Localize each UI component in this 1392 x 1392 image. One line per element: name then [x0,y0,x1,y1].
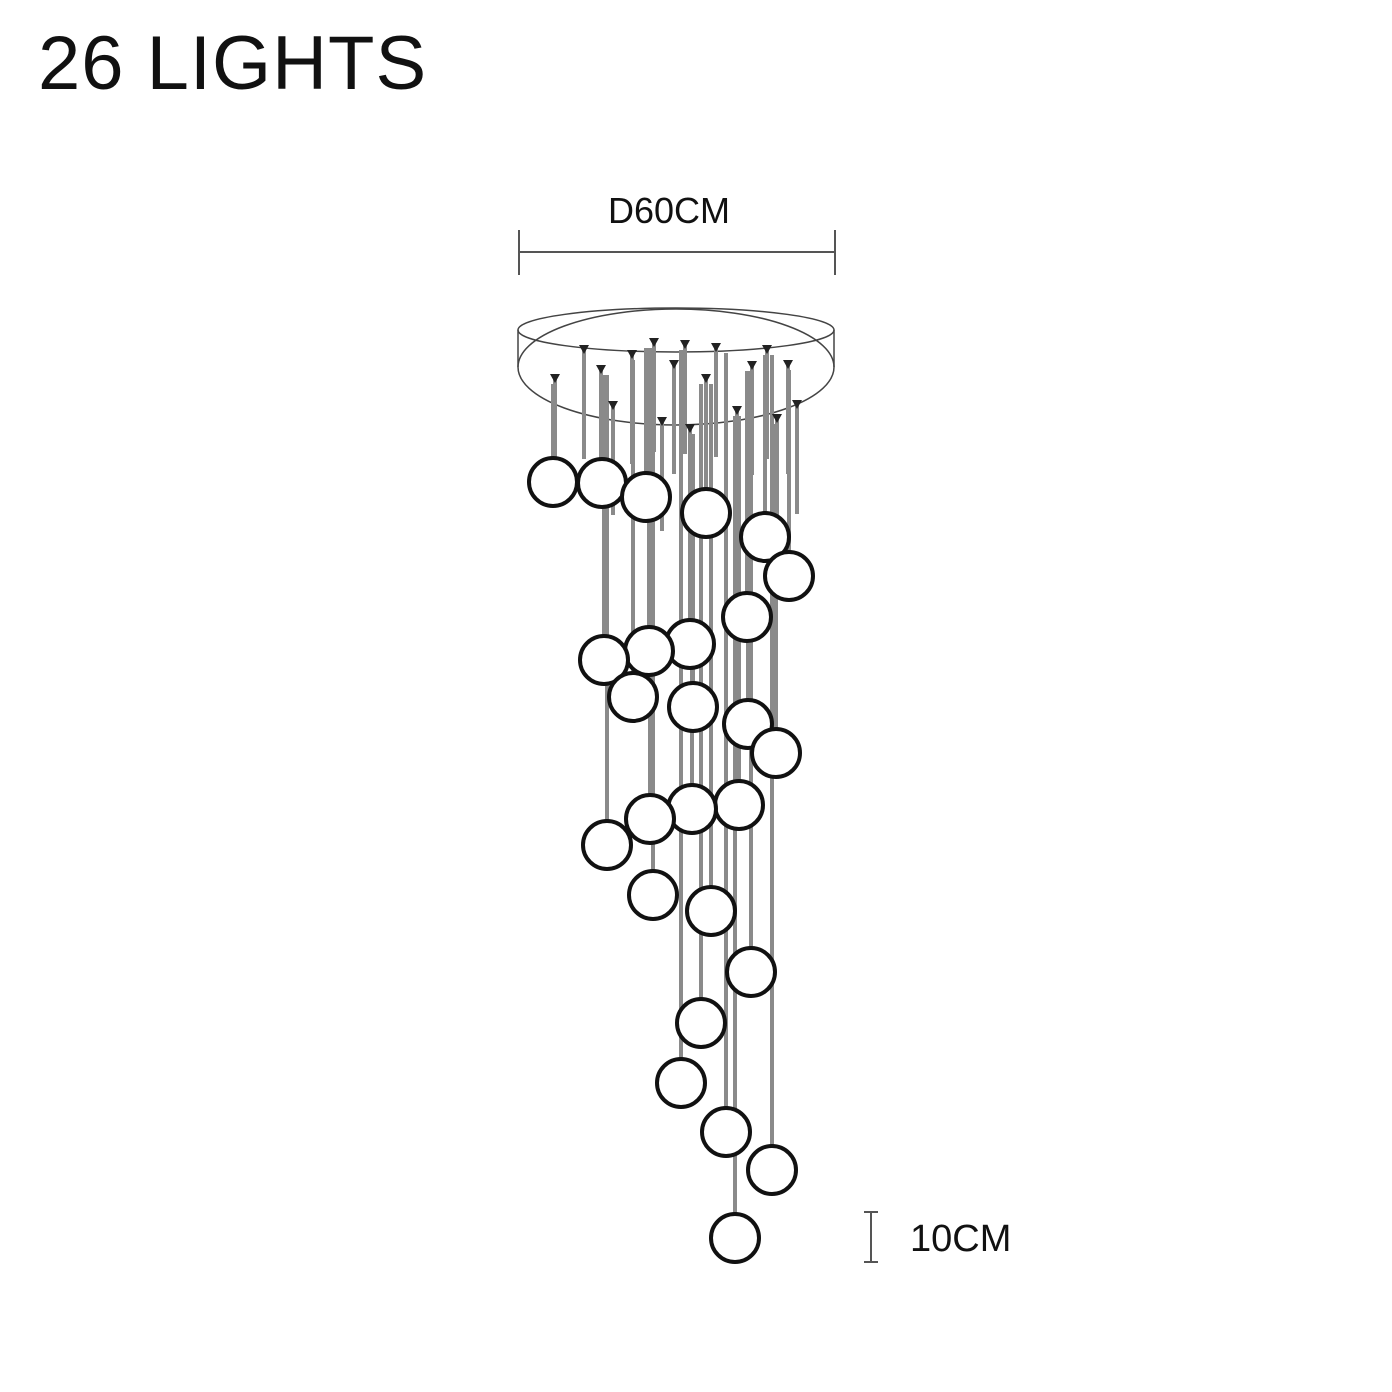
hook-icon [669,360,679,369]
light-ball [739,511,791,563]
diameter-label: D60CM [608,190,731,231]
wires [551,342,799,1214]
light-ball [721,591,773,643]
light-ball [750,727,802,779]
hook-icon [701,374,711,383]
light-ball [725,946,777,998]
hook-icon [747,361,757,370]
hook-icon [596,365,606,374]
light-ball [624,793,676,845]
diameter-dimension-line [518,230,836,275]
light-ball [527,456,579,508]
light-ball [623,625,675,677]
hook-icon [550,374,560,383]
light-ball [713,779,765,831]
light-ball [666,783,718,835]
light-ball [576,457,628,509]
hook-icon [579,345,589,354]
light-ball [667,681,719,733]
light-ball [680,487,732,539]
hook-icon [627,350,637,359]
light-ball [607,671,659,723]
hook-icon [680,340,690,349]
light-ball [627,869,679,921]
light-ball [685,885,737,937]
product-title: 26 LIGHTS [38,21,428,106]
light-balls [527,456,815,1264]
light-ball [655,1057,707,1109]
light-ball [675,997,727,1049]
hook-icon [657,417,667,426]
hook-icon [762,345,772,354]
ball-size-dimension-line [864,1211,878,1263]
hook-icon [732,406,742,415]
light-ball [578,634,630,686]
light-ball [763,550,815,602]
hook-icon [649,338,659,347]
light-ball [581,819,633,871]
ball-size-label: 10CM [910,1218,1012,1260]
hook-icon [685,424,695,433]
light-ball [620,471,672,523]
light-ball [709,1212,761,1264]
hook-icon [783,360,793,369]
hook-icon [608,401,618,410]
hook-icon [792,400,802,409]
hooks [550,338,802,433]
hook-icon [711,343,721,352]
hook-icon [772,414,782,423]
light-ball [700,1106,752,1158]
light-ball [746,1144,798,1196]
